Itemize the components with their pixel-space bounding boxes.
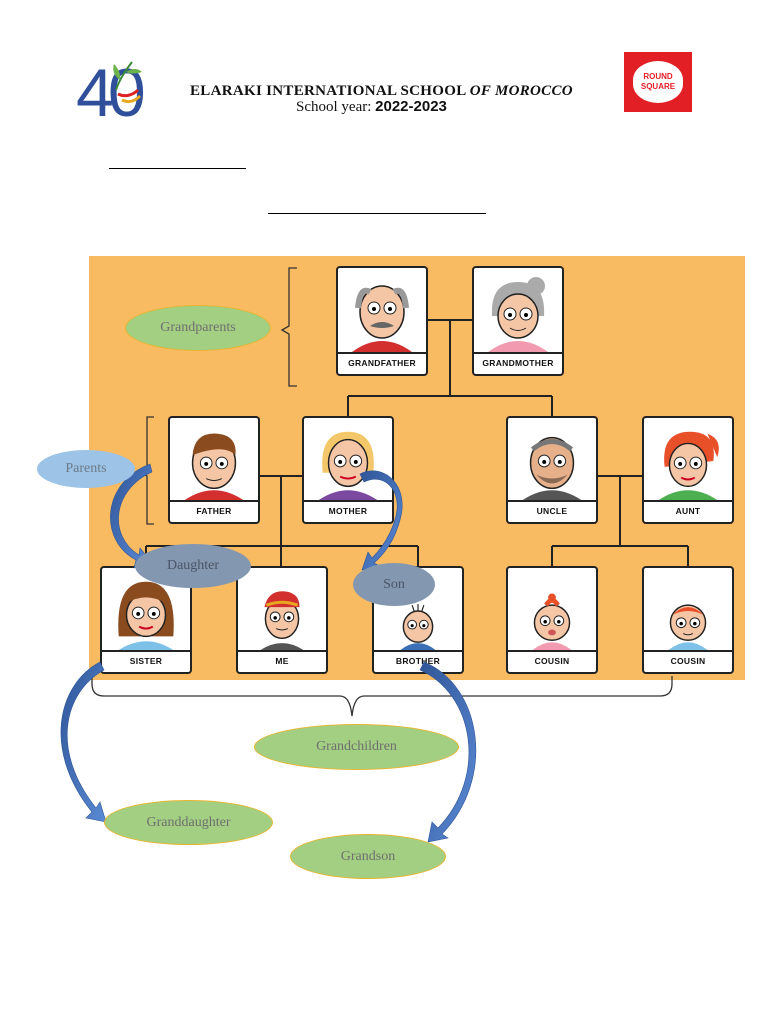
label-parents-text: Parents [65,461,107,476]
card-label: ME [238,650,326,670]
label-son-text: Son [383,576,405,592]
round-square-logo: ROUND SQUARE [624,52,692,112]
card-cousin-2: COUSIN [642,566,734,674]
label-grandchildren: Grandchildren [254,724,459,770]
card-father: FATHER [168,416,260,524]
card-me: ME [236,566,328,674]
card-label: COUSIN [644,650,732,670]
card-label: GRANDFATHER [338,352,426,372]
label-parents: Parents [37,450,135,488]
me-portrait [242,572,322,650]
card-aunt: AUNT [642,416,734,524]
label-grandparents: Grandparents [125,305,271,351]
card-label: AUNT [644,500,732,520]
card-grandmother: GRANDMOTHER [472,266,564,376]
card-label: UNCLE [508,500,596,520]
school-name: ELARAKI INTERNATIONAL SCHOOL OF MOROCCO [190,83,573,99]
card-label: MOTHER [304,500,392,520]
grandfather-portrait [342,272,422,352]
svg-text:40: 40 [76,55,144,131]
card-label: BROTHER [374,650,462,670]
label-grandparents-text: Grandparents [160,320,236,335]
label-granddaughter: Granddaughter [104,800,273,845]
label-grandson-text: Grandson [340,848,396,864]
aunt-portrait [648,422,728,500]
card-label: COUSIN [508,650,596,670]
grandmother-portrait [478,272,558,352]
label-grandchildren-text: Grandchildren [316,739,397,754]
uncle-portrait [512,422,592,500]
round-square-logo-text: ROUND SQUARE [640,72,676,91]
card-label: GRANDMOTHER [474,352,562,372]
label-son: Son [353,563,435,606]
cousin-2-portrait [648,572,728,650]
label-daughter: Daughter [135,544,251,588]
card-label: SISTER [102,650,190,670]
card-uncle: UNCLE [506,416,598,524]
cousin-1-portrait [512,572,592,650]
name-blank-line [109,168,246,169]
label-daughter-text: Daughter [166,558,220,573]
card-label: FATHER [170,500,258,520]
mother-portrait [308,422,388,500]
card-brother: BROTHER [372,566,464,674]
card-cousin-1: COUSIN [506,566,598,674]
label-granddaughter-text: Granddaughter [146,814,231,830]
school-year: School year: 2022-2023 [296,98,447,115]
card-grandfather: GRANDFATHER [336,266,428,376]
school-40-logo: 40 [76,55,150,131]
label-grandson: Grandson [290,834,446,879]
title-blank-line [268,213,486,214]
father-portrait [174,422,254,500]
round-square-logo-inner: ROUND SQUARE [633,61,683,103]
card-mother: MOTHER [302,416,394,524]
